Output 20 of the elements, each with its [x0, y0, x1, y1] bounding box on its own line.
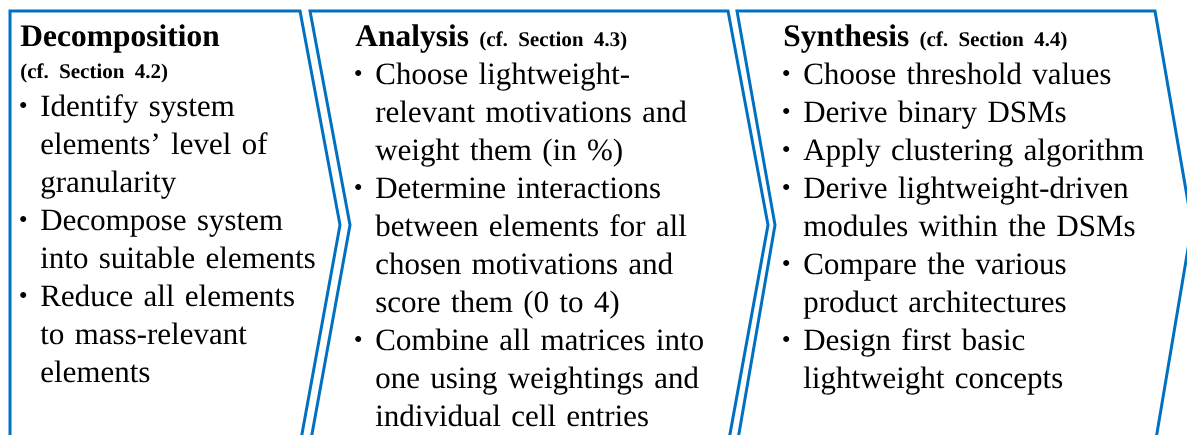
- section-reference: (cf. Section 4.4): [920, 31, 1067, 51]
- section-reference: (cf. Section 4.3): [480, 31, 627, 51]
- bullet-text: Reduce all elements to mass-relevant elements: [40, 284, 294, 383]
- chevron-box: [735, 9, 1187, 435]
- bullet-text: Derive binary DSMs: [804, 100, 1066, 129]
- bullet-text: Determine interactions between elements for all chosen motivations and score them (0 to 4): [375, 177, 687, 319]
- bullet-text: Design first basic lightweight concepts: [803, 328, 1063, 395]
- bullet-text: Decompose system into suitable elements: [40, 209, 315, 269]
- bullet-text: Derive lightweight-driven modules within the DSMs: [803, 176, 1135, 237]
- bullet-text: Compare the various product architectures: [803, 252, 1066, 319]
- section-reference: (cf. Section 4.2): [21, 63, 168, 83]
- heading: Decomposition: [20, 24, 220, 53]
- bullet-text: Choose threshold values: [804, 62, 1111, 85]
- heading: Synthesis: [784, 24, 909, 53]
- heading: Analysis: [355, 24, 469, 53]
- bullet-text: Combine all matrices into one using weightings and individual cell entries: [375, 328, 703, 427]
- bullet-text: Apply clustering algorithm: [803, 138, 1144, 167]
- chevron-box: [8, 9, 342, 435]
- bullet-text: Choose lightweight-relevant motivations and weight them (in %): [375, 62, 687, 167]
- bullet-text: Identify system elements’ level of granularity: [41, 94, 268, 199]
